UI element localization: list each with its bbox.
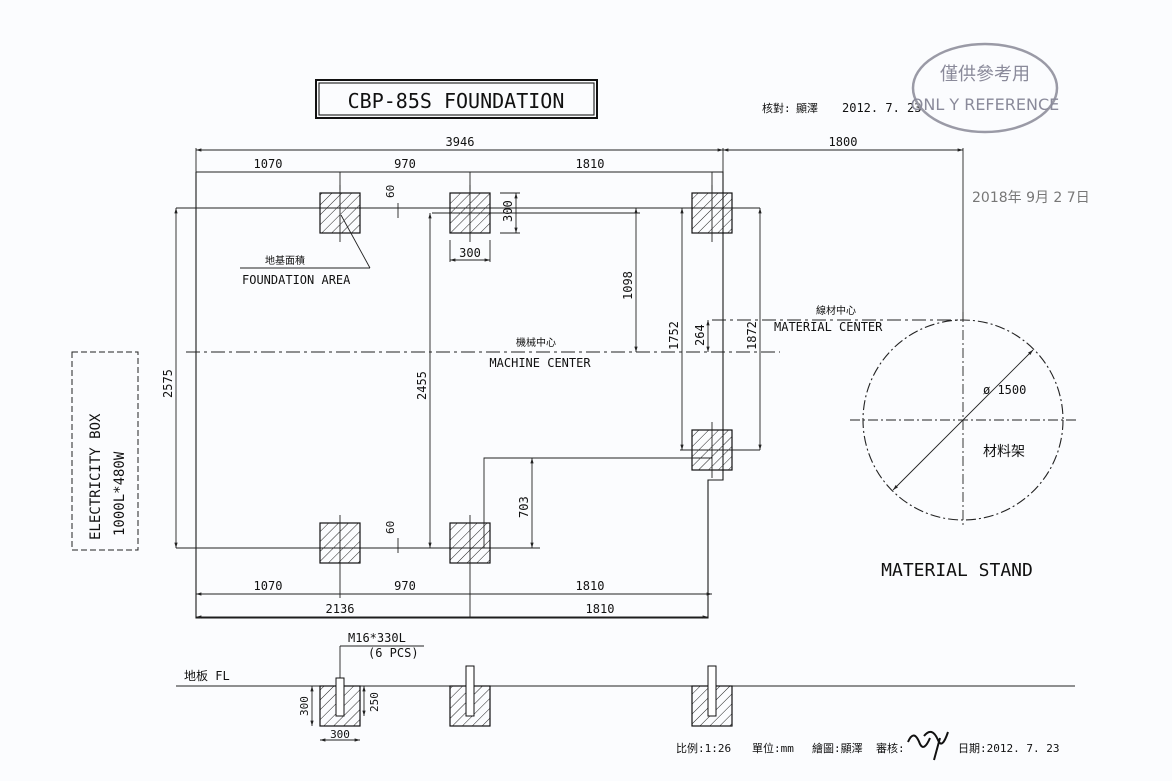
- dim-top-970: 970: [394, 157, 416, 171]
- section-pad: [691, 665, 733, 727]
- reference-stamp: 僅供參考用 ONL Y REFERENCE: [911, 42, 1059, 134]
- dim-264: 264: [693, 324, 707, 346]
- foundation-area-label: FOUNDATION AREA: [242, 273, 351, 287]
- footer-scale: 比例:1:26: [676, 741, 731, 755]
- dim-703: 703: [517, 496, 531, 518]
- section-dim-250: 250: [368, 692, 381, 712]
- title-box: [315, 79, 598, 119]
- foundation-pad: [691, 185, 733, 242]
- footer-approved: 審核:: [876, 741, 905, 755]
- bolt-qty: (6 PCS): [368, 646, 419, 660]
- machine-center-label: MACHINE CENTER: [489, 356, 591, 370]
- dim-total-width: 3946: [446, 135, 475, 149]
- machine-center-cn: 機械中心: [516, 336, 556, 349]
- dim-60-bottom: 60: [384, 521, 397, 534]
- check-label: 核對:: [762, 101, 791, 115]
- footer-unit: 單位:mm: [752, 741, 794, 755]
- material-center-label: MATERIAL CENTER: [774, 320, 883, 334]
- stamp-line2: ONL Y REFERENCE: [911, 95, 1059, 114]
- check-name: 顯澤: [796, 102, 818, 115]
- dim-1872: 1872: [745, 321, 759, 350]
- material-center-cn: 線材中心: [816, 304, 856, 317]
- dim-bottom-1810: 1810: [576, 579, 605, 593]
- drawing-title: CBP-85S FOUNDATION: [348, 89, 565, 113]
- footer-drawn: 繪圖:顯澤: [812, 741, 863, 755]
- foundation-pad: [319, 185, 361, 242]
- foundation-area-cn: 地基面積: [265, 254, 305, 267]
- section-pad: [449, 665, 491, 727]
- dim-1098: 1098: [621, 271, 635, 300]
- dim-top-1070: 1070: [254, 157, 283, 171]
- section-pad: [319, 677, 361, 727]
- foundation-pad: [319, 515, 361, 572]
- section-dim-300-width: 300: [330, 728, 350, 741]
- dim-2575: 2575: [161, 369, 175, 398]
- dim-bottom-970: 970: [394, 579, 416, 593]
- dim-2455: 2455: [415, 371, 429, 400]
- dim-300-width: 300: [459, 246, 481, 260]
- dim-60-top: 60: [384, 185, 397, 198]
- stamp-line1: 僅供參考用: [940, 64, 1030, 85]
- dim-bottom-1070: 1070: [254, 579, 283, 593]
- floor-label: 地板 FL: [184, 669, 230, 683]
- stand-diameter: ø 1500: [983, 383, 1026, 397]
- electricity-box-label: ELECTRICITY BOX: [88, 413, 104, 540]
- dim-1752: 1752: [667, 321, 681, 350]
- dim-bottom-1810b: 1810: [586, 602, 615, 616]
- electricity-box: ELECTRICITY BOX 1000L*480W: [71, 351, 139, 551]
- section-dim-300-height: 300: [298, 696, 311, 716]
- dim-bottom-2136: 2136: [326, 602, 355, 616]
- electricity-box-spec: 1000L*480W: [112, 451, 128, 536]
- material-stand-label: MATERIAL STAND: [881, 560, 1033, 581]
- dim-top-1810: 1810: [576, 157, 605, 171]
- approver-signature: [907, 730, 949, 761]
- foundation-pad: [680, 422, 760, 478]
- dim-stand-offset: 1800: [829, 135, 858, 149]
- dim-300-height: 300: [501, 200, 515, 222]
- material-stand: ø 1500 材料架: [850, 312, 1078, 528]
- foundation-pad: [449, 515, 491, 572]
- foundation-pad: [449, 185, 491, 242]
- received-date-stamp: 2018年 9月 2 7日: [972, 190, 1090, 206]
- bolt-spec: M16*330L: [348, 631, 406, 645]
- stand-cn-label: 材料架: [983, 444, 1025, 460]
- footer-date: 日期:2012. 7. 23: [958, 742, 1059, 755]
- check-date: 2012. 7. 23: [842, 101, 921, 115]
